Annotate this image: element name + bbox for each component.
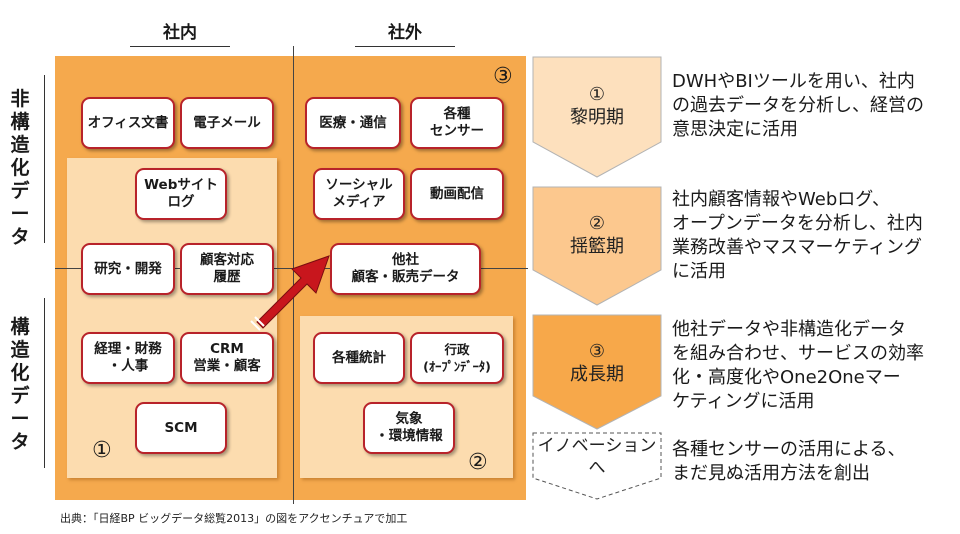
phase-label-3: ③ 成長期 (570, 341, 624, 385)
column-header-external: 社外 (388, 23, 422, 43)
box-various-statistics: 各種統計 (313, 332, 405, 384)
column-header-internal: 社内 (163, 23, 197, 43)
marker-3: ③ (493, 64, 513, 89)
box-other-company-data: 他社 顧客・販売データ (330, 243, 481, 295)
phase-arrow-2: ② 揺籃期 (532, 186, 662, 306)
marker-2: ② (468, 450, 488, 475)
box-sensors: 各種 センサー (410, 97, 504, 149)
column-underline-internal (130, 46, 230, 47)
marker-1: ① (92, 438, 112, 463)
column-underline-external (355, 46, 455, 47)
phase-label-2: ② 揺籃期 (570, 213, 624, 257)
box-video-streaming: 動画配信 (410, 168, 504, 220)
source-note: 出典：「日経BP ビッグデータ総覧2013」の図をアクセンチュアで加工 (60, 512, 408, 525)
row-line-unstructured (44, 75, 45, 243)
row-label-structured: 構造化データ (10, 316, 30, 453)
box-scm: SCM (135, 402, 227, 454)
phase-label-innovation: イノベーション へ (537, 436, 657, 478)
growth-arrow-icon (250, 255, 330, 331)
row-line-structured (44, 298, 45, 468)
phase-label-1: ① 黎明期 (570, 84, 624, 128)
box-research-development: 研究・開発 (81, 243, 175, 295)
box-government-open-data: 行政 (ｵｰﾌﾟﾝﾃﾞｰﾀ) (410, 332, 504, 384)
vertical-axis (293, 46, 294, 504)
horizontal-axis (55, 268, 528, 269)
box-weather-environment: 気象 ・環境情報 (363, 402, 455, 454)
phase-description-innovation: 各種センサーの活用による、 まだ見ぬ活用方法を創出 (672, 439, 906, 484)
phase-description-2: 社内顧客情報やWebログ、 オープンデータを分析し、社内 業務改善やマスマーケテ… (672, 189, 923, 282)
box-social-media: ソーシャル メディア (313, 168, 405, 220)
phase-arrow-1: ① 黎明期 (532, 56, 662, 178)
box-office-documents: オフィス文書 (81, 97, 175, 149)
phase-arrow-innovation: イノベーション へ (532, 432, 662, 500)
box-crm: CRM 営業・顧客 (180, 332, 274, 384)
phase-description-3: 他社データや非構造化データ を組み合わせ、サービスの効率 化・高度化やOne2O… (672, 319, 924, 412)
box-email: 電子メール (180, 97, 274, 149)
phase-description-1: DWHやBIツールを用い、社内 の過去データを分析し、経営の 意思決定に活用 (672, 71, 924, 140)
box-accounting-hr: 経理・財務 ・人事 (81, 332, 175, 384)
box-website-log: Webサイト ログ (135, 168, 227, 220)
row-label-unstructured: 非構造化データ (10, 88, 30, 248)
phase-arrow-3: ③ 成長期 (532, 314, 662, 430)
box-customer-support-history: 顧客対応 履歴 (180, 243, 274, 295)
box-medical-communication: 医療・通信 (305, 97, 401, 149)
